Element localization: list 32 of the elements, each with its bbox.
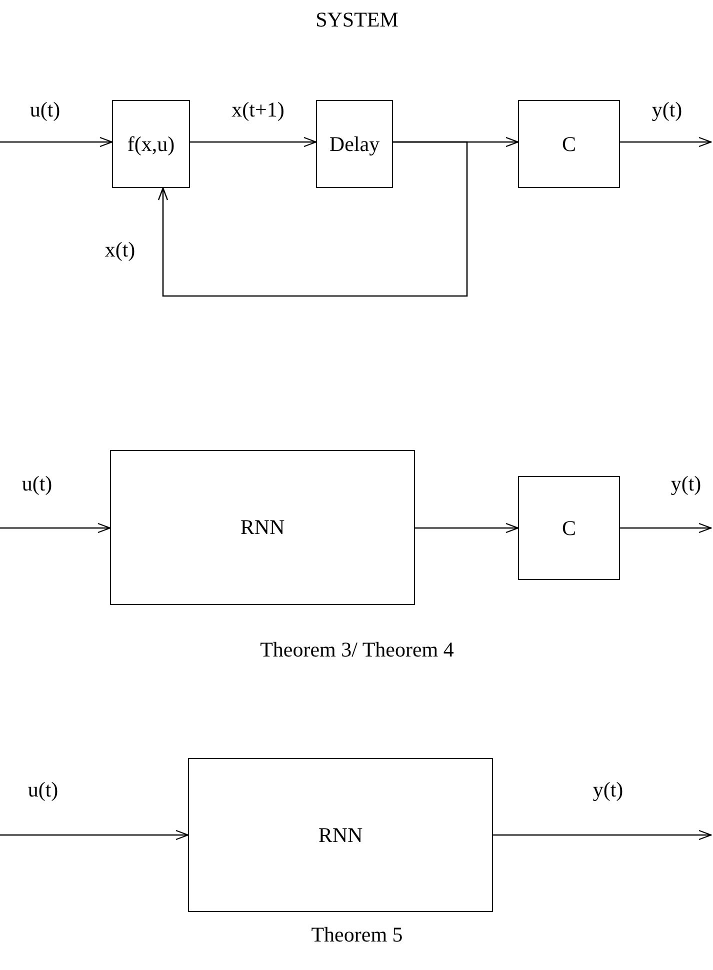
signal-label: y(t) bbox=[668, 472, 704, 496]
signal-label: u(t) bbox=[26, 778, 60, 802]
block-box bbox=[110, 450, 415, 605]
signal-label: y(t) bbox=[650, 98, 684, 122]
arrow bbox=[158, 141, 468, 297]
block-box bbox=[518, 100, 620, 188]
theorem-caption: Theorem 5 bbox=[311, 924, 403, 946]
signal-label: x(t+1) bbox=[230, 98, 286, 122]
block-label: C bbox=[562, 132, 576, 156]
signal-label: u(t) bbox=[20, 472, 54, 496]
arrow bbox=[0, 830, 189, 840]
block-label: Delay bbox=[329, 132, 380, 156]
signal-label: y(t) bbox=[590, 778, 626, 802]
block-box bbox=[518, 476, 620, 580]
arrow bbox=[620, 136, 712, 148]
block-label: C bbox=[562, 516, 576, 540]
block-label: f(x,u) bbox=[127, 132, 175, 156]
block-box bbox=[188, 758, 493, 912]
arrow bbox=[493, 830, 712, 840]
arrow bbox=[0, 522, 111, 534]
block-label: RNN bbox=[240, 515, 285, 540]
block-box bbox=[112, 100, 190, 188]
diagram-title: SYSTEM bbox=[316, 10, 398, 30]
arrow bbox=[0, 136, 113, 148]
arrow bbox=[190, 136, 317, 148]
signal-label: x(t) bbox=[102, 238, 138, 262]
signal-label: u(t) bbox=[28, 98, 62, 122]
block-label: RNN bbox=[318, 822, 363, 848]
block-box bbox=[316, 100, 393, 188]
theorem-caption: Theorem 3/ Theorem 4 bbox=[260, 640, 454, 660]
arrow bbox=[620, 522, 712, 534]
arrow bbox=[415, 522, 519, 534]
